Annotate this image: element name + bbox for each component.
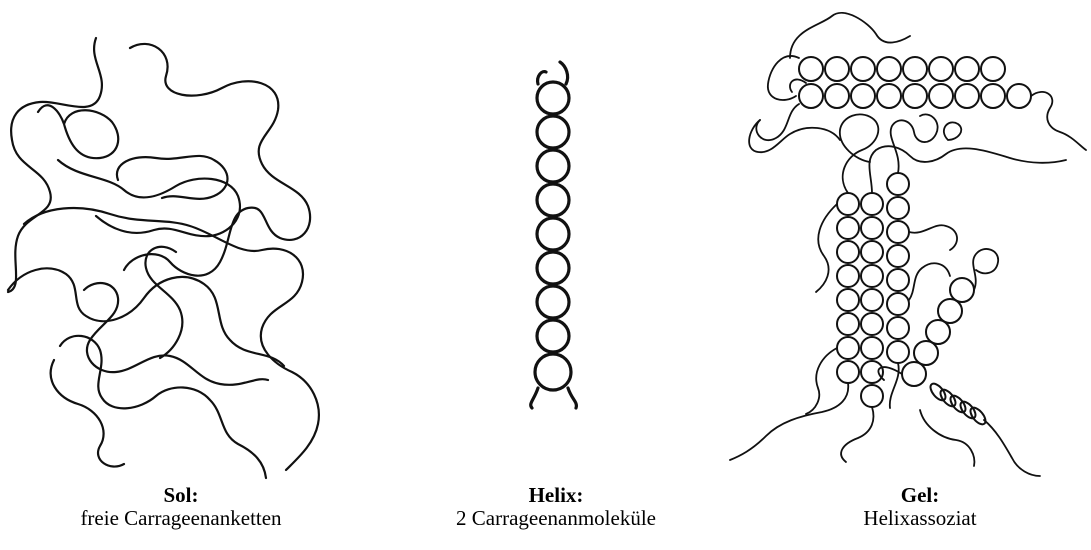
sol-random-coil-chains bbox=[8, 38, 319, 478]
helix-loop bbox=[535, 354, 571, 390]
caption-sol-subtitle: freie Carrageenanketten bbox=[51, 507, 311, 530]
caption-helix: Helix: 2 Carrageenanmoleküle bbox=[426, 484, 686, 530]
helix-strand-end bbox=[538, 72, 546, 84]
caption-gel-subtitle: Helixassoziat bbox=[790, 507, 1050, 530]
caption-gel: Gel: Helixassoziat bbox=[790, 484, 1050, 530]
gel-helix-association bbox=[730, 13, 1086, 476]
helix-loop bbox=[537, 286, 569, 318]
helix-double-strand bbox=[531, 62, 577, 408]
gel-side-helix bbox=[902, 278, 974, 386]
helix-strand-end bbox=[560, 62, 568, 84]
sol-chain bbox=[145, 247, 182, 358]
sol-chain bbox=[38, 105, 118, 158]
helix-loop bbox=[537, 252, 569, 284]
sol-chain bbox=[117, 156, 228, 199]
gel-coil-spring bbox=[928, 381, 989, 427]
sol-chain bbox=[51, 360, 124, 467]
caption-helix-subtitle: 2 Carrageenanmoleküle bbox=[426, 507, 686, 530]
caption-sol-title: Sol: bbox=[51, 484, 311, 507]
sol-chain bbox=[8, 38, 102, 292]
sol-chain bbox=[124, 44, 310, 276]
sol-chain bbox=[8, 268, 284, 366]
sol-chain bbox=[84, 283, 268, 385]
caption-gel-title: Gel: bbox=[790, 484, 1050, 507]
helix-loop bbox=[537, 150, 569, 182]
helix-loop bbox=[537, 218, 569, 250]
caption-sol: Sol: freie Carrageenanketten bbox=[51, 484, 311, 530]
sol-chain bbox=[58, 160, 240, 236]
gel-free-chains bbox=[730, 13, 1086, 476]
helix-strand-end bbox=[568, 388, 576, 408]
caption-helix-title: Helix: bbox=[426, 484, 686, 507]
helix-strand-end bbox=[531, 388, 538, 408]
helix-loop bbox=[537, 320, 569, 352]
helix-loop bbox=[537, 184, 569, 216]
helix-loop bbox=[537, 116, 569, 148]
helix-loop bbox=[537, 82, 569, 114]
gel-horizontal-helix-pair bbox=[799, 57, 1031, 108]
